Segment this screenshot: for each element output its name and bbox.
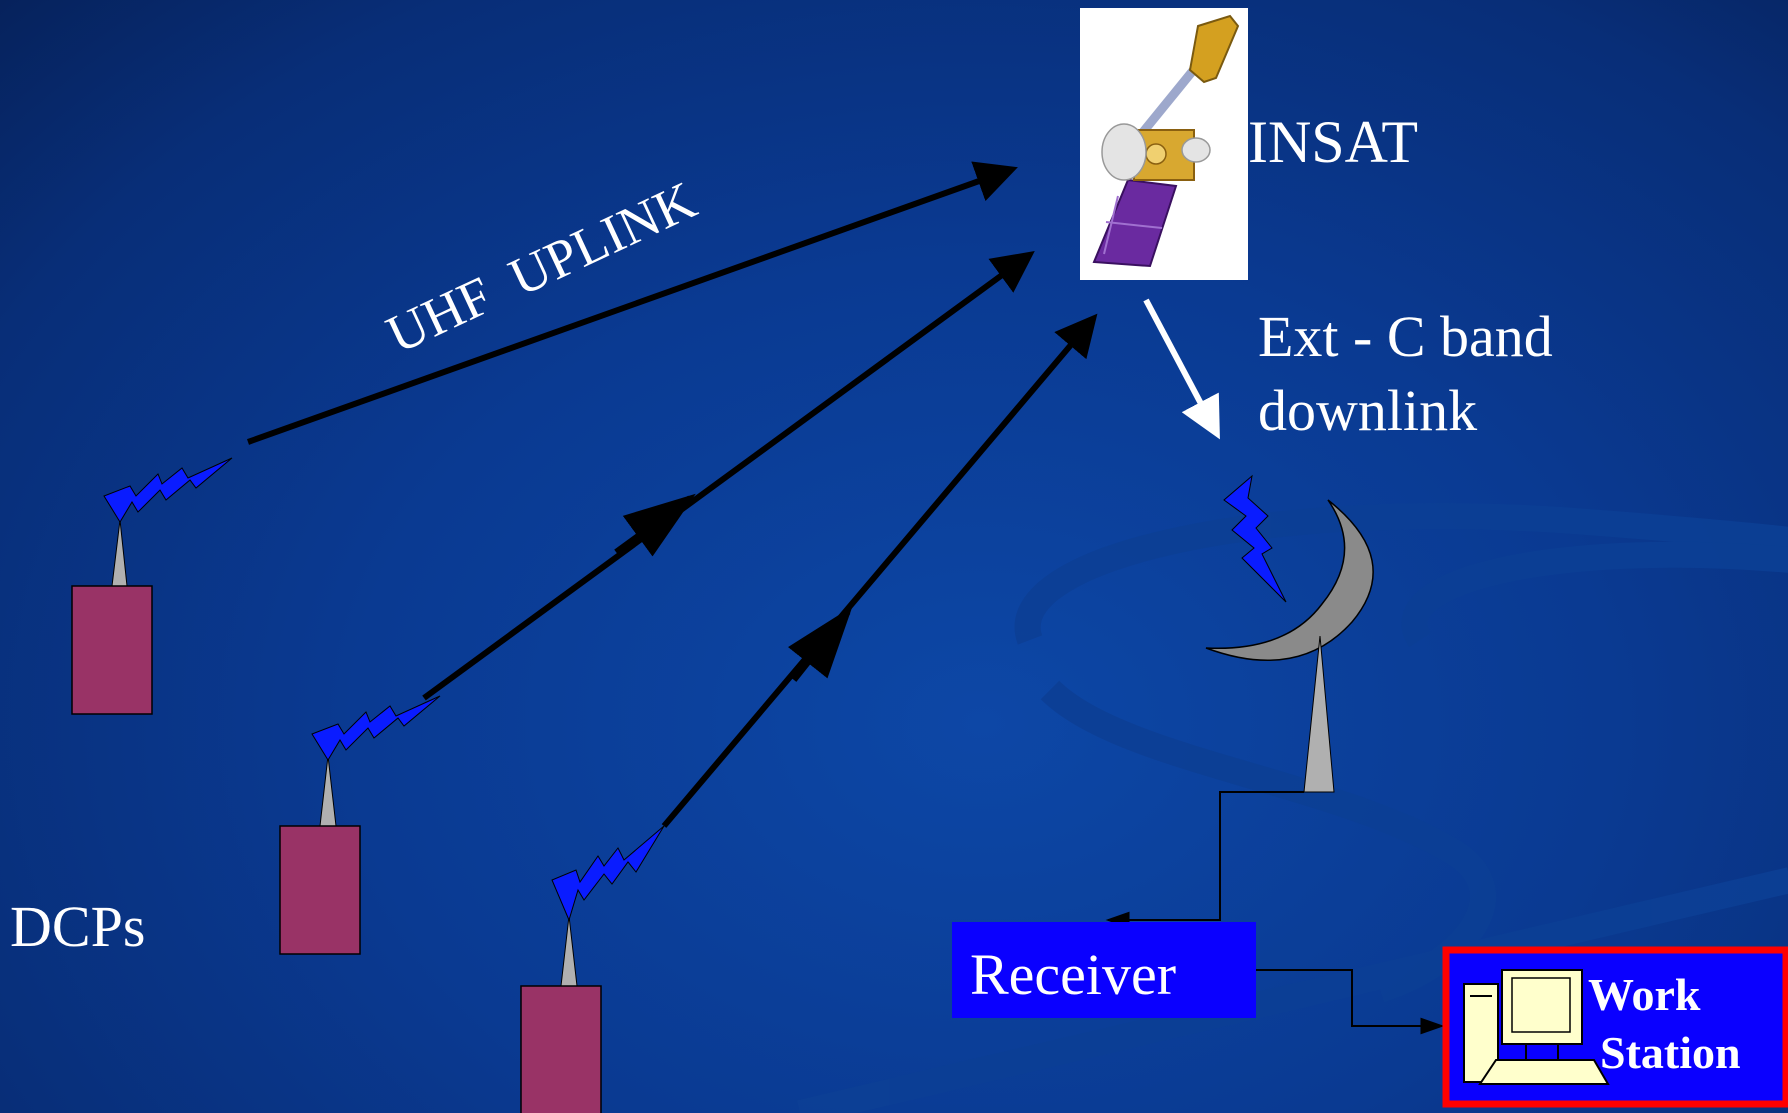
dcps-label: DCPs xyxy=(10,894,145,959)
antenna-mast xyxy=(319,755,337,827)
dcp-station-icon xyxy=(520,985,602,1113)
solar-panel-bottom xyxy=(1092,178,1178,268)
dcp-station-2 xyxy=(279,695,441,955)
downlink-arrow xyxy=(1143,298,1220,440)
lightning-bolt-icon xyxy=(551,825,665,922)
dcp-station-1 xyxy=(71,457,233,715)
dcp-station-icon xyxy=(71,585,153,715)
uplink-arrows xyxy=(246,161,1098,828)
solar-panel-top xyxy=(1188,14,1240,84)
receiver-label: Receiver xyxy=(970,942,1176,1007)
uplink-arrowhead-mid-2 xyxy=(614,493,696,557)
workstation-label-line2: Station xyxy=(1600,1027,1741,1078)
lightning-bolt-icon xyxy=(103,457,233,523)
antenna-mast xyxy=(560,915,578,987)
workstation-label-line1: Work xyxy=(1588,969,1701,1020)
dish-to-receiver-connector xyxy=(1105,791,1304,929)
downlink-label-line2: downlink xyxy=(1258,378,1477,443)
computer-icon xyxy=(1463,969,1610,1085)
uplink-arrowhead-mid-3 xyxy=(787,606,853,682)
lightning-bolt-icon xyxy=(1223,474,1287,603)
computer-keyboard xyxy=(1478,1059,1610,1085)
uplink-arrow-2 xyxy=(422,251,1035,701)
antenna-mast xyxy=(111,519,128,587)
lightning-bolt-icon xyxy=(311,695,441,761)
uplink-arrow-1 xyxy=(246,161,1018,445)
dcp-station-icon xyxy=(279,825,361,955)
receiver-to-workstation-connector xyxy=(1256,969,1445,1035)
satellite-label: INSAT xyxy=(1248,109,1418,175)
antenna-dish-left xyxy=(1101,123,1147,181)
computer-screen xyxy=(1511,977,1571,1033)
workstation-box: Work Station xyxy=(1442,946,1788,1108)
satellite-icon xyxy=(1080,8,1248,280)
dish-reflector xyxy=(1205,499,1374,661)
background-swooshes xyxy=(796,503,1788,1113)
satellite-dish-icon xyxy=(1205,474,1374,793)
antenna-dish-right xyxy=(1181,137,1211,163)
dish-mast xyxy=(1303,635,1335,793)
dcp-station-3 xyxy=(520,825,665,1113)
uplink-arrow-3 xyxy=(661,313,1098,828)
downlink-label-line1: Ext - C band xyxy=(1258,304,1553,369)
receiver-box xyxy=(952,922,1256,1018)
